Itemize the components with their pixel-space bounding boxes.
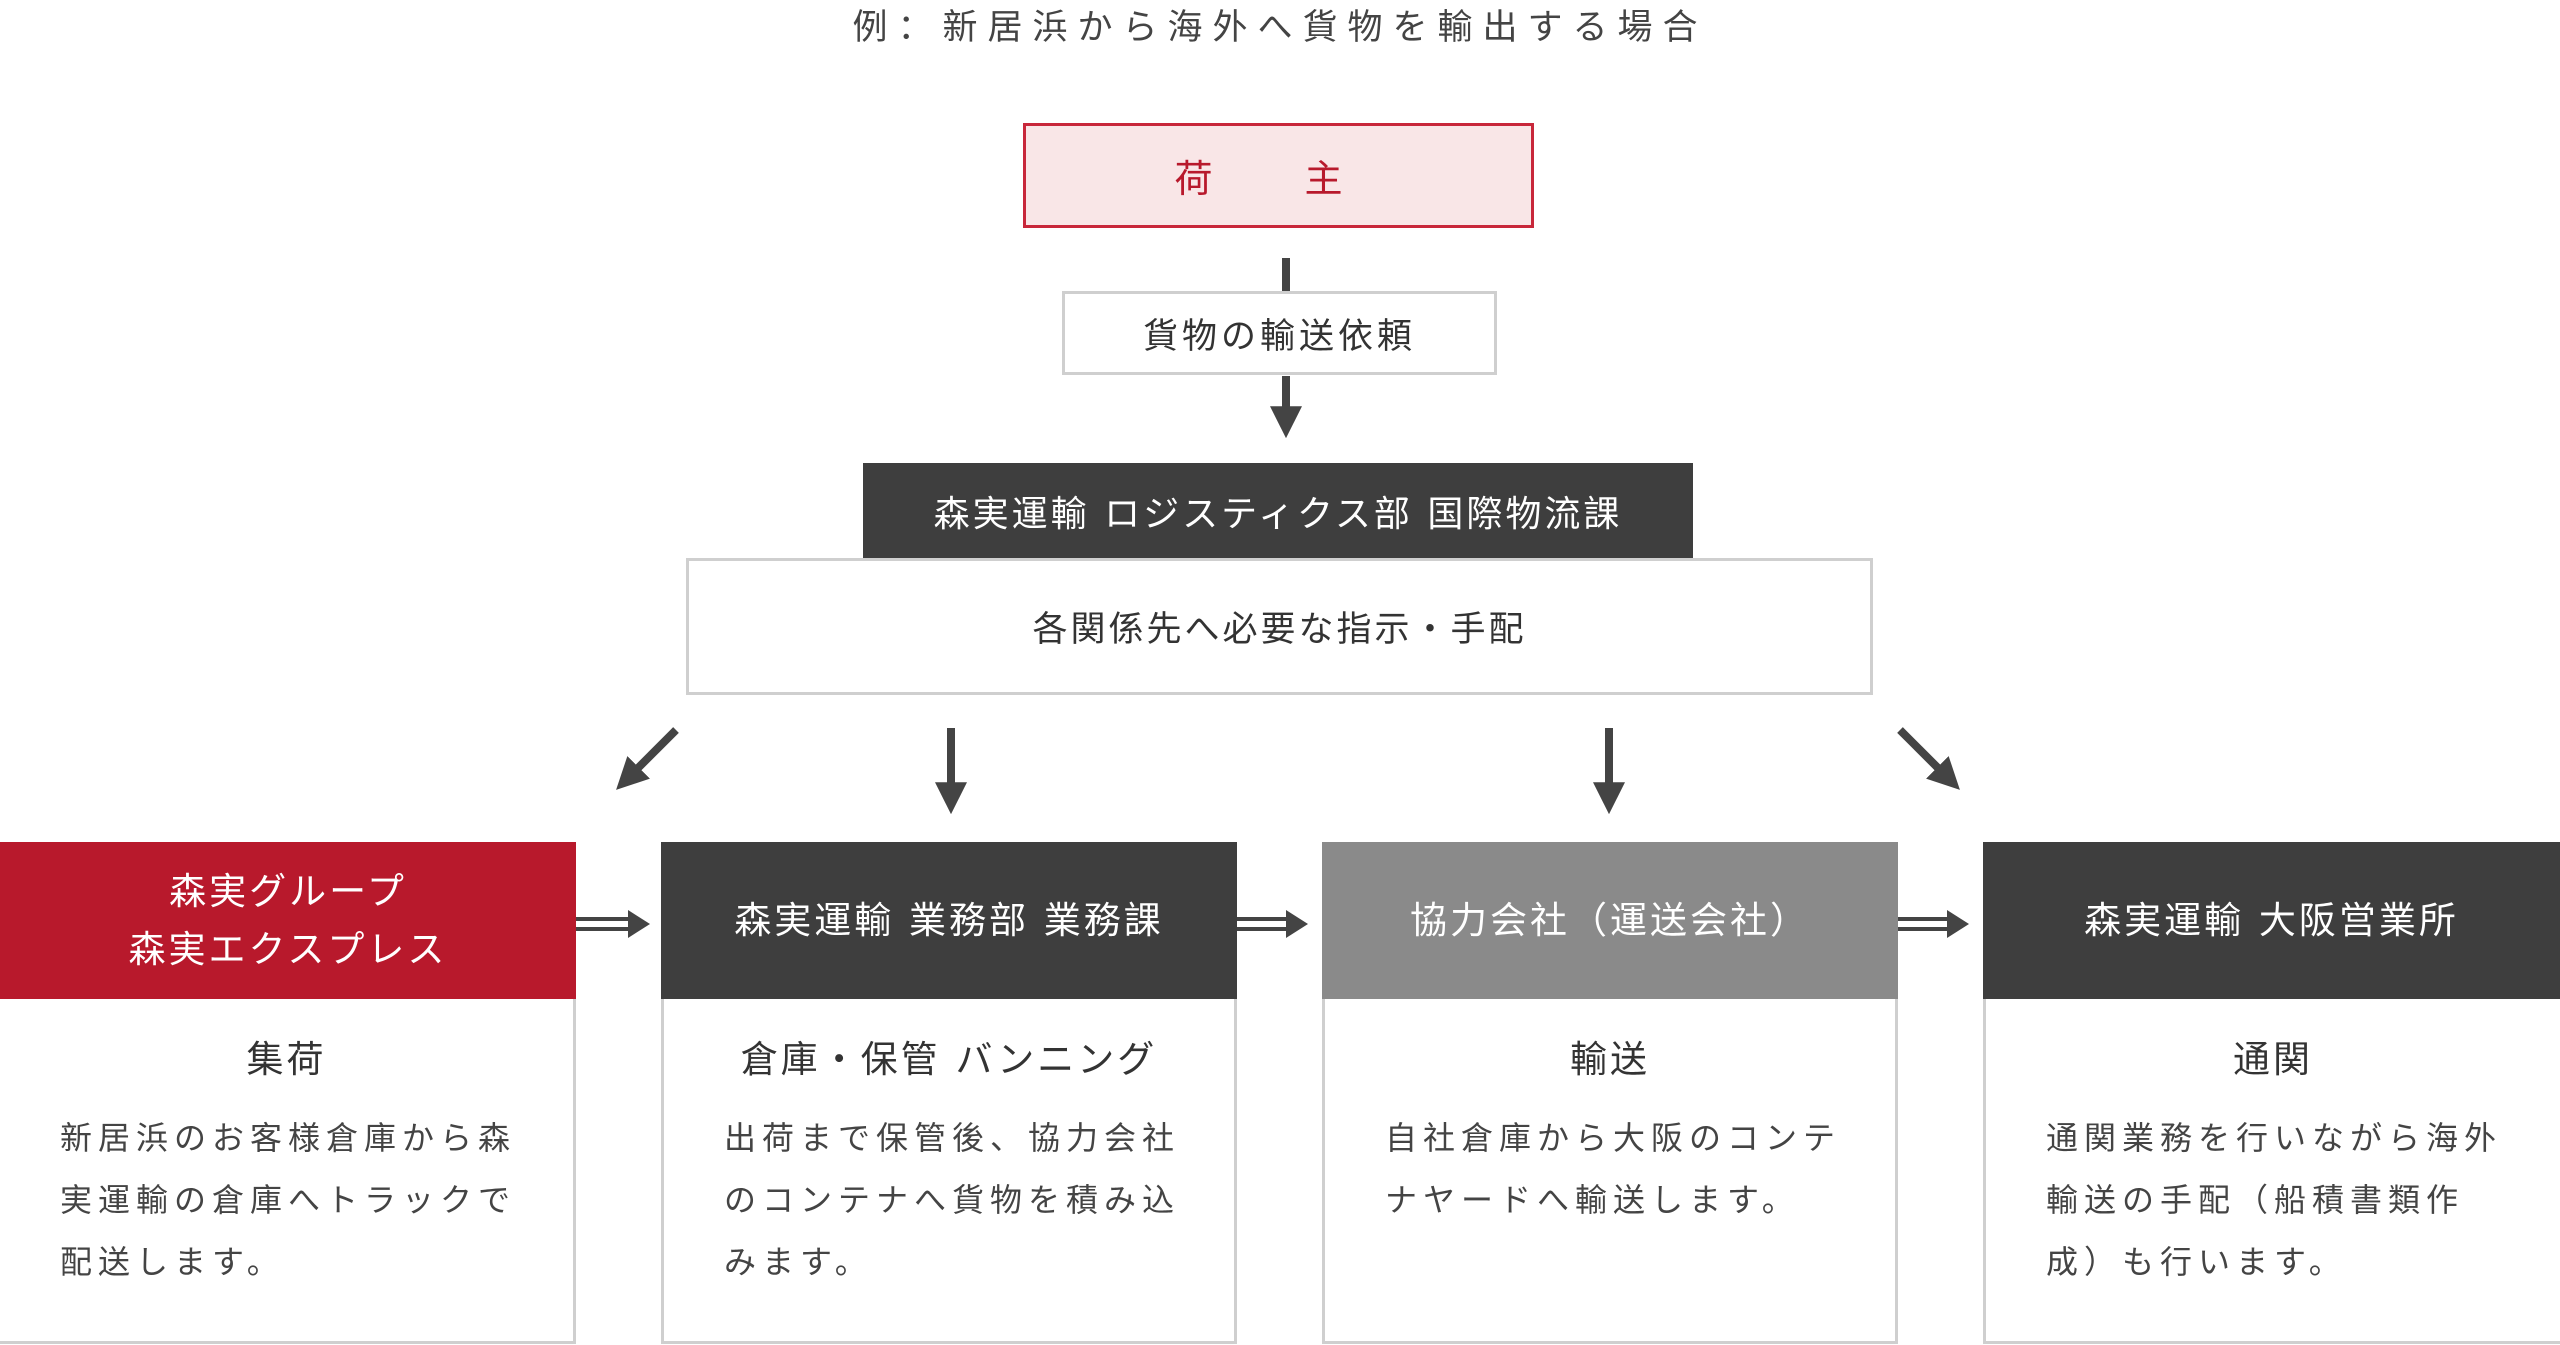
- pickup-title: 集荷: [246, 1038, 327, 1081]
- partner-company-card: 輸送 自社倉庫から大阪のコンテナヤードへ輸送します。: [1322, 999, 1898, 1344]
- transport-title: 輸送: [1570, 1038, 1650, 1081]
- osaka-office-card: 通関 通関業務を行いながら海外輸送の手配（船積書類作成）も行います。: [1983, 999, 2560, 1344]
- shipper-box: 荷 主: [1023, 123, 1534, 228]
- storage-description: 出荷まで保管後、協力会社のコンテナへ貨物を積み込みます。: [724, 1119, 1181, 1281]
- arrow-to-group-express: [616, 727, 679, 790]
- pickup-description: 新居浜のお客様倉庫から森実運輸の倉庫へトラックで配送します。: [60, 1119, 517, 1281]
- operations-header: 森実運輸 業務部 業務課: [661, 842, 1237, 999]
- customs-description: 通関業務を行いながら海外輸送の手配（船積書類作成）も行います。: [2046, 1119, 2503, 1281]
- diagram-caption: 例：新居浜から海外へ貨物を輸出する場合: [852, 7, 1708, 48]
- group-express-card: 集荷 新居浜のお客様倉庫から森実運輸の倉庫へトラックで配送します。: [0, 999, 576, 1344]
- connector-line: [1282, 258, 1290, 291]
- partner-company-header: 協力会社（運送会社）: [1322, 842, 1898, 999]
- instruction-box: 各関係先へ必要な指示・手配: [686, 558, 1873, 695]
- customs-title: 通関: [2233, 1038, 2313, 1081]
- arrow-to-osaka-office: [1897, 727, 1960, 790]
- operations-card: 倉庫・保管 バンニング 出荷まで保管後、協力会社のコンテナへ貨物を積み込みます。: [661, 999, 1237, 1344]
- transport-request-box: 貨物の輸送依頼: [1062, 291, 1497, 375]
- transport-description: 自社倉庫から大阪のコンテナヤードへ輸送します。: [1385, 1119, 1842, 1219]
- storage-vanning-title: 倉庫・保管 バンニング: [740, 1038, 1158, 1081]
- logistics-department-header: 森実運輸 ロジスティクス部 国際物流課: [863, 463, 1693, 558]
- osaka-office-header: 森実運輸 大阪営業所: [1983, 842, 2560, 999]
- group-express-header: 森実グループ 森実エクスプレス: [0, 842, 576, 999]
